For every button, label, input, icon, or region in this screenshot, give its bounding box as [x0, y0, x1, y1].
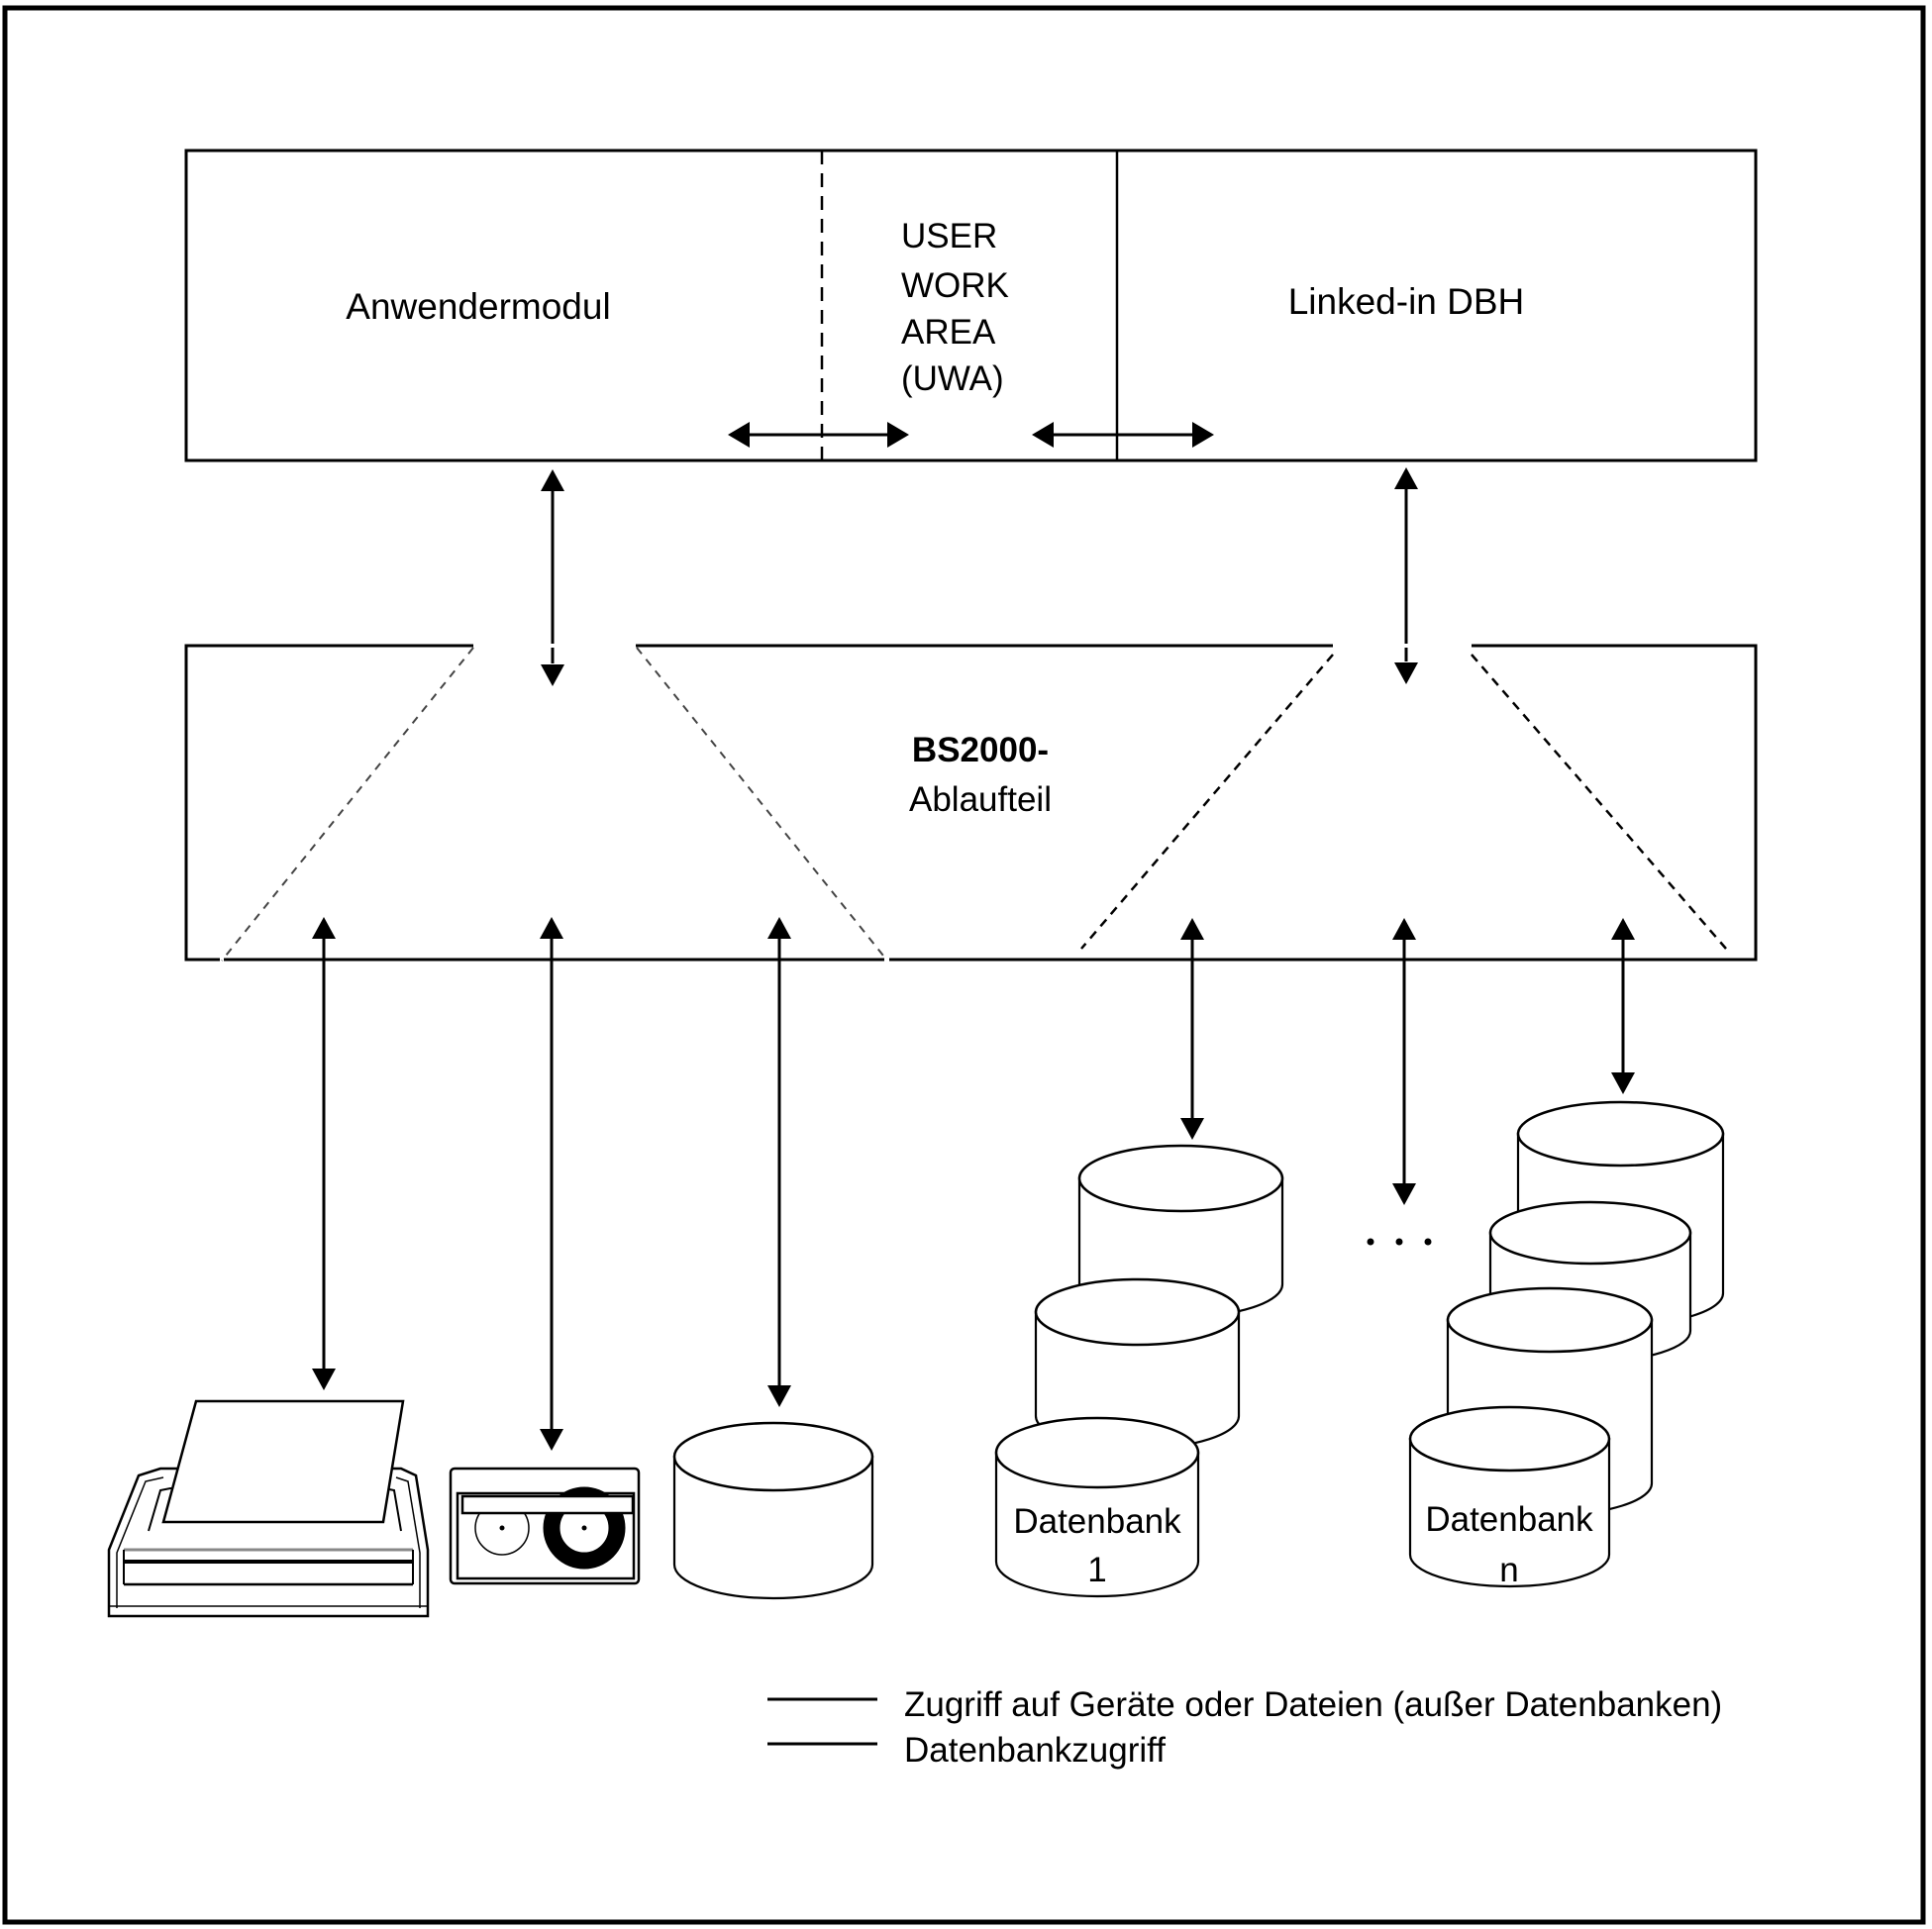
- uwa-label-line-3: AREA: [901, 313, 996, 352]
- uwa-label-line-2: WORK: [901, 266, 1009, 305]
- database-n-cylinder: [1408, 1405, 1611, 1588]
- printer-icon: [107, 1399, 430, 1618]
- cylinder-top: [1034, 1277, 1241, 1347]
- cylinder-top: [1408, 1405, 1611, 1472]
- legend-label-device-access: Zugriff auf Geräte oder Dateien (außer D…: [904, 1685, 1722, 1724]
- legend-label-database-access: Datenbankzugriff: [904, 1731, 1166, 1770]
- uwa-right-double-arrow: [1032, 422, 1214, 448]
- database-n-access-arrow: [1611, 918, 1635, 1094]
- uwa-label-line-1: USER: [901, 217, 997, 255]
- database-1-cylinder: [1077, 1144, 1284, 1319]
- right-funnel-right-edge: [1471, 654, 1727, 950]
- application-program-box: Anwendermodul USER WORK AREA (UWA) Linke…: [184, 149, 1758, 462]
- database-1-cylinder: [1034, 1277, 1241, 1451]
- dbh-to-runtime-arrow: [1394, 467, 1418, 684]
- tape-cassette-icon: [449, 1467, 641, 1585]
- middle-box-border: [184, 644, 1758, 962]
- module-to-runtime-arrow: [541, 469, 564, 686]
- anwendermodul-label: Anwendermodul: [346, 286, 610, 327]
- ablaufteil-label: Ablaufteil: [909, 780, 1052, 819]
- database-mid-access-arrow: [1392, 918, 1416, 1205]
- printer-paper: [161, 1399, 405, 1524]
- bs2000-label: BS2000-: [912, 731, 1049, 769]
- database-1-cylinder: [994, 1416, 1200, 1598]
- left-funnel-right-edge: [636, 647, 888, 962]
- uwa-label-line-4: (UWA): [901, 359, 1004, 398]
- cylinder-top: [994, 1416, 1200, 1489]
- cylinder-body: [1408, 1437, 1611, 1588]
- disk-cylinders: [672, 1100, 1725, 1600]
- top-box-border: [184, 149, 1758, 462]
- cylinder-top: [1077, 1144, 1284, 1213]
- cylinder-top: [1446, 1286, 1654, 1354]
- bs2000-runtime-box: BS2000- Ablaufteil: [184, 644, 1758, 962]
- database-1-label-line-2: 1: [1087, 1551, 1106, 1589]
- cylinder-top: [672, 1421, 874, 1492]
- database-n-label-line-1: Datenbank: [1425, 1500, 1593, 1539]
- database-n-label-line-2: n: [1499, 1551, 1518, 1589]
- left-funnel-left-edge: [221, 647, 474, 962]
- right-funnel-left-edge: [1080, 654, 1334, 950]
- cylinder-top: [1516, 1100, 1725, 1168]
- database-1-label-line-1: Datenbank: [1013, 1502, 1181, 1541]
- cylinder-body: [672, 1455, 874, 1600]
- cylinder-body: [994, 1451, 1200, 1598]
- database-1-access-arrow: [1180, 918, 1204, 1140]
- legend: Zugriff auf Geräte oder Dateien (außer D…: [767, 1685, 1722, 1770]
- linked-in-dbh-label: Linked-in DBH: [1288, 281, 1525, 322]
- disk-access-arrow: [767, 917, 791, 1407]
- ellipsis-dot: [1424, 1238, 1432, 1246]
- cylinder-top: [1488, 1200, 1692, 1266]
- printer-access-arrow: [312, 917, 336, 1390]
- ellipsis-dot: [1367, 1238, 1374, 1246]
- ellipsis-dot: [1395, 1238, 1403, 1246]
- uwa-left-double-arrow: [728, 422, 909, 448]
- tape-access-arrow: [540, 917, 563, 1451]
- disk-cylinder-icon: [672, 1421, 874, 1600]
- ellipsis-dots: [1367, 1238, 1432, 1246]
- outer-frame: [2, 5, 1926, 1925]
